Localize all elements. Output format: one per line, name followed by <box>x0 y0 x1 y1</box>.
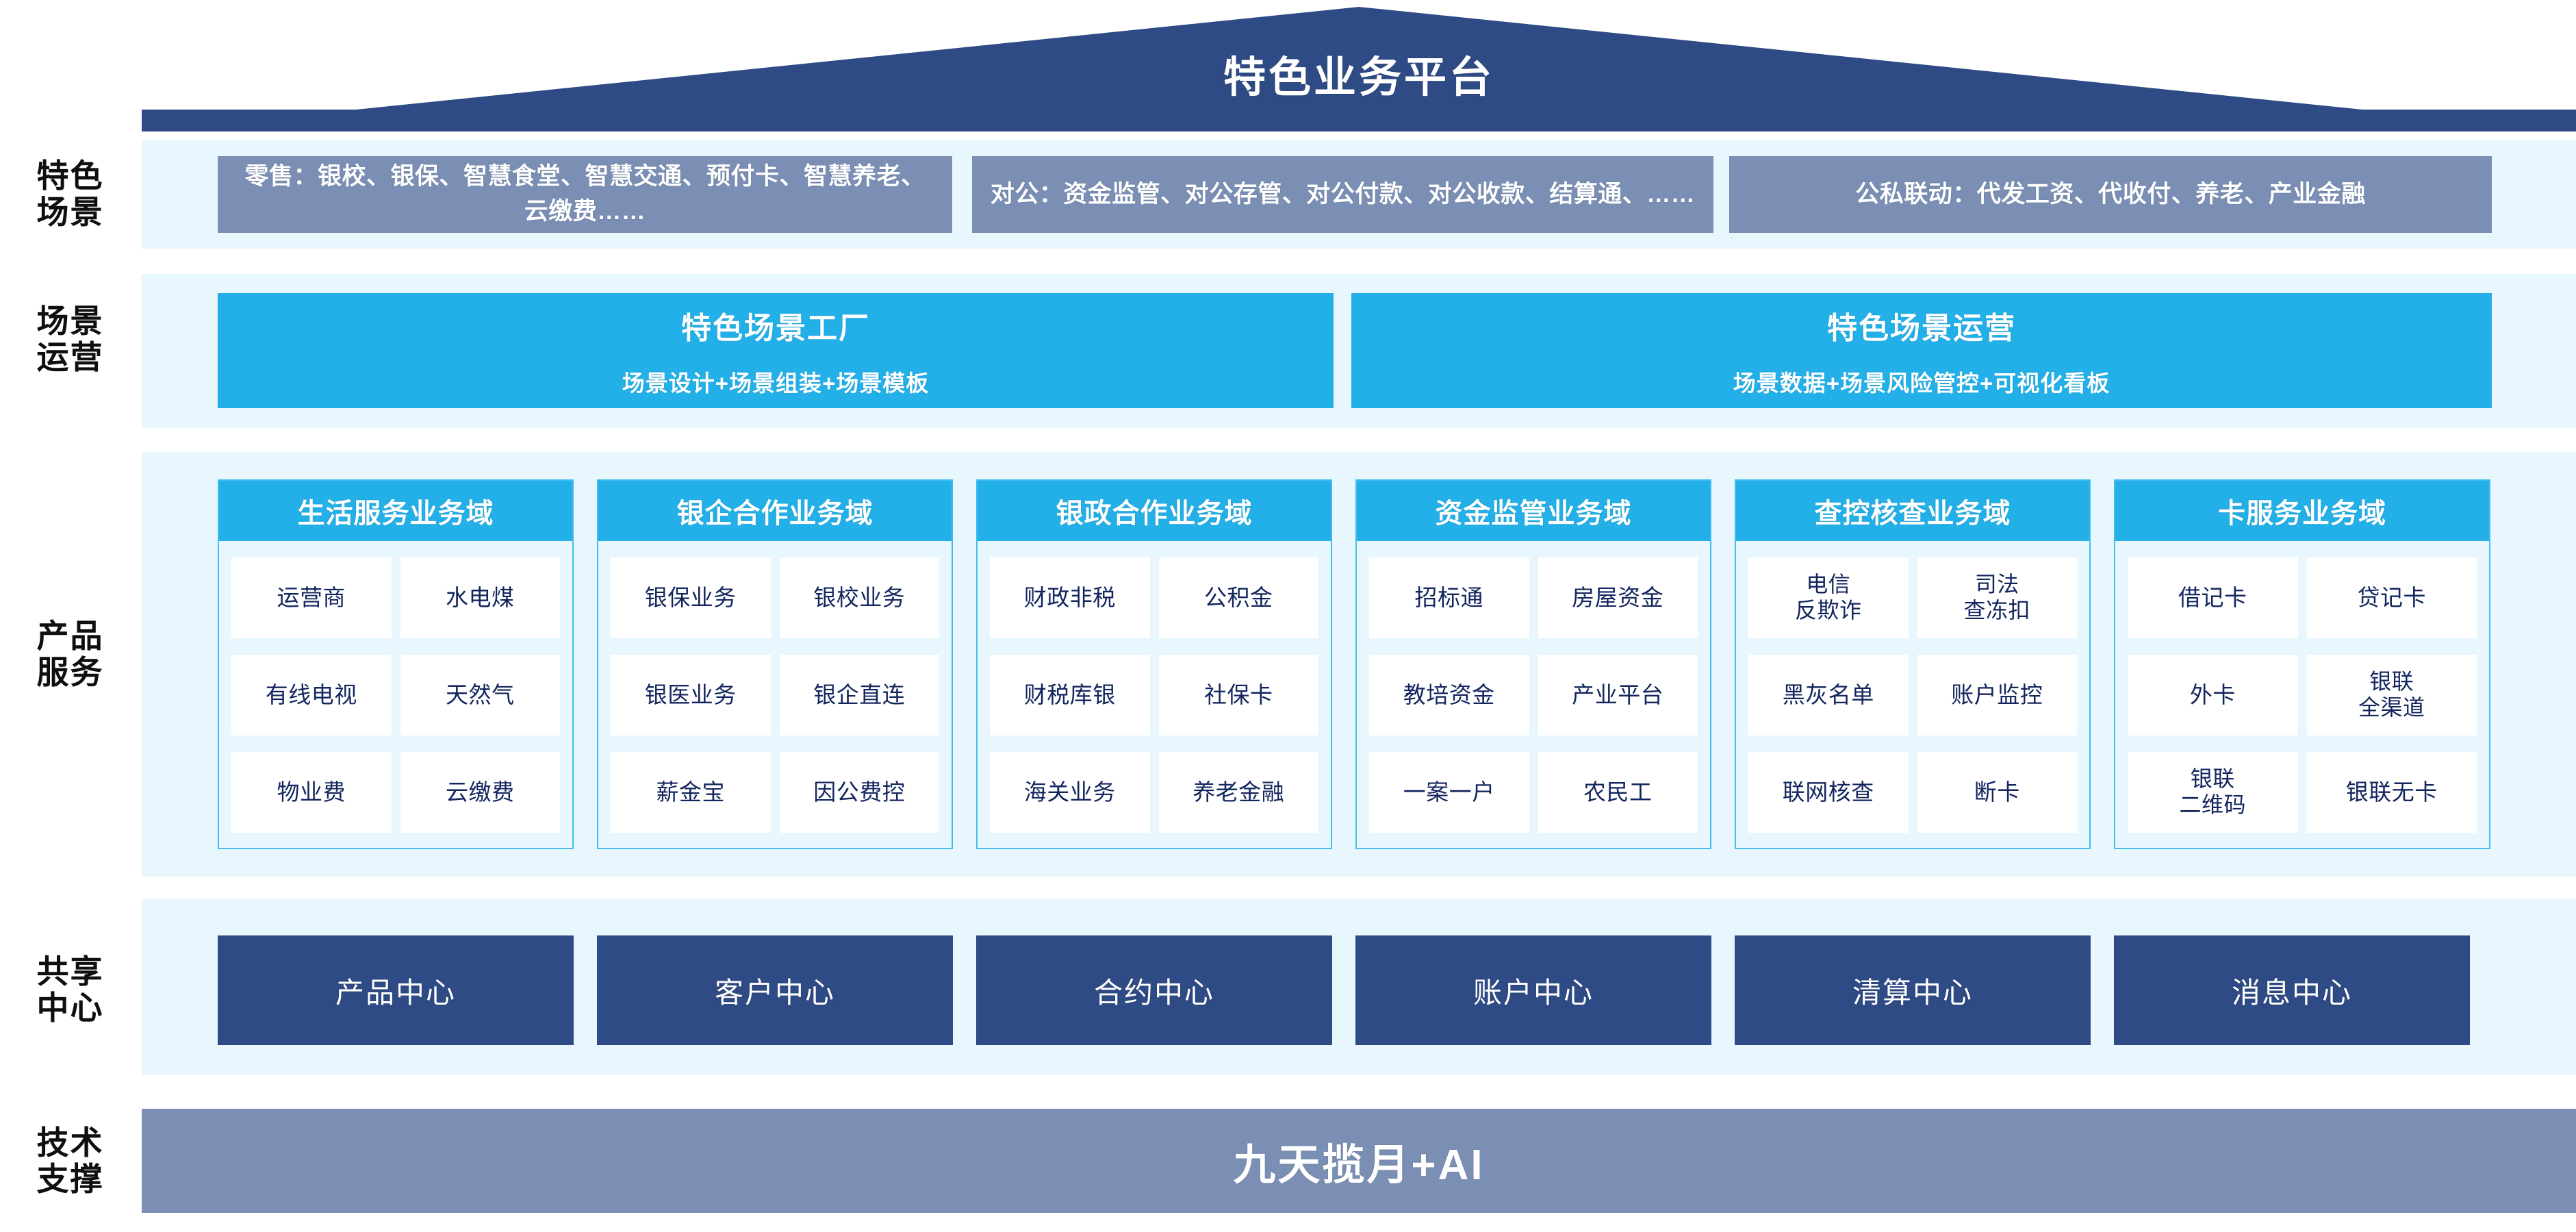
tech-support-bar[interactable]: 九天揽月+AI <box>142 1109 2576 1213</box>
scene-box-corporate-text: 对公：资金监管、对公存管、对公付款、对公收款、结算通、…… <box>990 180 1696 208</box>
domain-cell[interactable]: 养老金融 <box>1158 752 1318 833</box>
operation-box-factory-subtitle: 场景设计+场景组装+场景模板 <box>622 370 930 396</box>
domain-cell[interactable]: 因公费控 <box>779 752 939 833</box>
domain-investigation-control-title: 查控核查业务域 <box>1736 481 2089 541</box>
domain-cell[interactable]: 银联无卡 <box>2306 752 2477 833</box>
domain-cell[interactable]: 一案一户 <box>1369 752 1529 833</box>
row-label-operation: 场景 运营 <box>0 288 140 392</box>
domain-cell[interactable]: 借记卡 <box>2128 557 2298 638</box>
domain-cell[interactable]: 海关业务 <box>990 752 1150 833</box>
tech-support-label: 九天揽月+AI <box>1233 1142 1485 1189</box>
domain-cell[interactable]: 农民工 <box>1538 752 1698 833</box>
domain-fund-supervision-title: 资金监管业务域 <box>1357 481 1710 541</box>
operation-box-factory-title: 特色场景工厂 <box>681 312 870 345</box>
domain-cell[interactable]: 天然气 <box>400 655 560 736</box>
domain-cell[interactable]: 银联二维码 <box>2128 752 2298 833</box>
domain-cell[interactable]: 物业费 <box>231 752 392 833</box>
operation-box-operations-title: 特色场景运营 <box>1827 312 2016 345</box>
domain-cell[interactable]: 有线电视 <box>231 655 392 736</box>
row-label-product: 产品 服务 <box>0 603 140 707</box>
row-label-tech-line2: 支撑 <box>36 1161 104 1197</box>
domain-cell[interactable]: 联网核查 <box>1748 752 1909 833</box>
domain-life-service-grid: 运营商 水电煤 有线电视 天然气 物业费 云缴费 <box>219 541 572 848</box>
domain-cell[interactable]: 水电煤 <box>400 557 560 638</box>
domain-cell[interactable]: 招标通 <box>1369 557 1529 638</box>
domain-cell[interactable]: 房屋资金 <box>1538 557 1698 638</box>
domain-cell[interactable]: 银联全渠道 <box>2306 655 2477 736</box>
domain-life-service-title: 生活服务业务域 <box>219 481 572 541</box>
operation-box-factory[interactable]: 特色场景工厂 场景设计+场景组装+场景模板 <box>218 293 1334 408</box>
shared-center-settlement[interactable]: 清算中心 <box>1735 935 2091 1045</box>
domain-cell[interactable]: 黑灰名单 <box>1748 655 1909 736</box>
row-label-scene: 特色 场景 <box>0 142 140 247</box>
shared-center-label: 清算中心 <box>1852 976 1973 1009</box>
domain-bank-enterprise-grid: 银保业务 银校业务 银医业务 银企直连 薪金宝 因公费控 <box>598 541 952 848</box>
domain-bank-enterprise[interactable]: 银企合作业务域 银保业务 银校业务 银医业务 银企直连 薪金宝 因公费控 <box>597 479 953 849</box>
operation-box-operations-subtitle: 场景数据+场景风险管控+可视化看板 <box>1733 370 2110 396</box>
shared-center-contract[interactable]: 合约中心 <box>976 935 1332 1045</box>
row-label-shared-line2: 中心 <box>36 990 104 1026</box>
domain-cell[interactable]: 运营商 <box>231 557 392 638</box>
domain-cell[interactable]: 银保业务 <box>611 557 771 638</box>
row-label-shared: 共享 中心 <box>0 938 140 1042</box>
domain-cell[interactable]: 财政非税 <box>990 557 1150 638</box>
domain-cell[interactable]: 产业平台 <box>1538 655 1698 736</box>
platform-roof: 特色业务平台 <box>142 7 2576 131</box>
domain-cell[interactable]: 外卡 <box>2128 655 2298 736</box>
row-label-scene-line1: 特色 <box>36 158 104 194</box>
domain-investigation-control[interactable]: 查控核查业务域 电信反欺诈 司法查冻扣 黑灰名单 账户监控 联网核查 断卡 <box>1735 479 2091 849</box>
domain-card-service-title: 卡服务业务域 <box>2115 481 2489 541</box>
shared-center-customer[interactable]: 客户中心 <box>597 935 953 1045</box>
page-title: 特色业务平台 <box>1223 54 1494 101</box>
row-label-operation-line1: 场景 <box>36 303 104 340</box>
domain-card-service[interactable]: 卡服务业务域 借记卡 贷记卡 外卡 银联全渠道 银联二维码 银联无卡 <box>2114 479 2490 849</box>
domain-fund-supervision-grid: 招标通 房屋资金 教培资金 产业平台 一案一户 农民工 <box>1357 541 1710 848</box>
row-label-tech-line1: 技术 <box>36 1124 104 1161</box>
domain-cell[interactable]: 贷记卡 <box>2306 557 2477 638</box>
domain-cell[interactable]: 账户监控 <box>1917 655 2077 736</box>
domain-bank-government-grid: 财政非税 公积金 财税库银 社保卡 海关业务 养老金融 <box>978 541 1331 848</box>
shared-center-label: 合约中心 <box>1093 976 1214 1009</box>
domain-bank-government-title: 银政合作业务域 <box>978 481 1331 541</box>
scene-box-linkage[interactable]: 公私联动：代发工资、代收付、养老、产业金融 <box>1729 156 2492 233</box>
domain-cell[interactable]: 财税库银 <box>990 655 1150 736</box>
shared-center-product[interactable]: 产品中心 <box>218 935 574 1045</box>
scene-box-corporate[interactable]: 对公：资金监管、对公存管、对公付款、对公收款、结算通、…… <box>972 156 1713 233</box>
domain-card-service-grid: 借记卡 贷记卡 外卡 银联全渠道 银联二维码 银联无卡 <box>2115 541 2489 848</box>
domain-cell[interactable]: 电信反欺诈 <box>1748 557 1909 638</box>
domain-cell[interactable]: 断卡 <box>1917 752 2077 833</box>
domain-fund-supervision[interactable]: 资金监管业务域 招标通 房屋资金 教培资金 产业平台 一案一户 农民工 <box>1355 479 1711 849</box>
shared-center-message[interactable]: 消息中心 <box>2114 935 2470 1045</box>
domain-cell[interactable]: 银企直连 <box>779 655 939 736</box>
shared-center-label: 产品中心 <box>335 976 456 1009</box>
domain-cell[interactable]: 银医业务 <box>611 655 771 736</box>
domain-investigation-control-grid: 电信反欺诈 司法查冻扣 黑灰名单 账户监控 联网核查 断卡 <box>1736 541 2089 848</box>
domain-cell[interactable]: 社保卡 <box>1158 655 1318 736</box>
row-label-product-line2: 服务 <box>36 654 104 690</box>
row-label-operation-line2: 运营 <box>36 339 104 375</box>
domain-bank-enterprise-title: 银企合作业务域 <box>598 481 952 541</box>
domain-bank-government[interactable]: 银政合作业务域 财政非税 公积金 财税库银 社保卡 海关业务 养老金融 <box>976 479 1332 849</box>
domain-life-service[interactable]: 生活服务业务域 运营商 水电煤 有线电视 天然气 物业费 云缴费 <box>218 479 574 849</box>
domain-cell[interactable]: 公积金 <box>1158 557 1318 638</box>
domain-cell[interactable]: 银校业务 <box>779 557 939 638</box>
operation-box-operations[interactable]: 特色场景运营 场景数据+场景风险管控+可视化看板 <box>1351 293 2492 408</box>
row-label-tech: 技术 支撑 <box>0 1109 140 1214</box>
shared-center-label: 客户中心 <box>714 976 835 1009</box>
shared-center-label: 账户中心 <box>1472 976 1594 1009</box>
shared-center-account[interactable]: 账户中心 <box>1355 935 1711 1045</box>
row-label-shared-line1: 共享 <box>36 953 104 990</box>
scene-box-retail[interactable]: 零售：银校、银保、智慧食堂、智慧交通、预付卡、智慧养老、云缴费…… <box>218 156 952 233</box>
domain-cell[interactable]: 教培资金 <box>1369 655 1529 736</box>
shared-center-label: 消息中心 <box>2231 976 2352 1009</box>
scene-box-linkage-text: 公私联动：代发工资、代收付、养老、产业金融 <box>1855 180 2366 208</box>
domain-cell[interactable]: 云缴费 <box>400 752 560 833</box>
domain-cell[interactable]: 司法查冻扣 <box>1917 557 2077 638</box>
domain-cell[interactable]: 薪金宝 <box>611 752 771 833</box>
row-label-scene-line2: 场景 <box>36 194 104 230</box>
scene-box-retail-text: 零售：银校、银保、智慧食堂、智慧交通、预付卡、智慧养老、云缴费…… <box>244 163 926 225</box>
row-label-product-line1: 产品 <box>36 618 104 655</box>
